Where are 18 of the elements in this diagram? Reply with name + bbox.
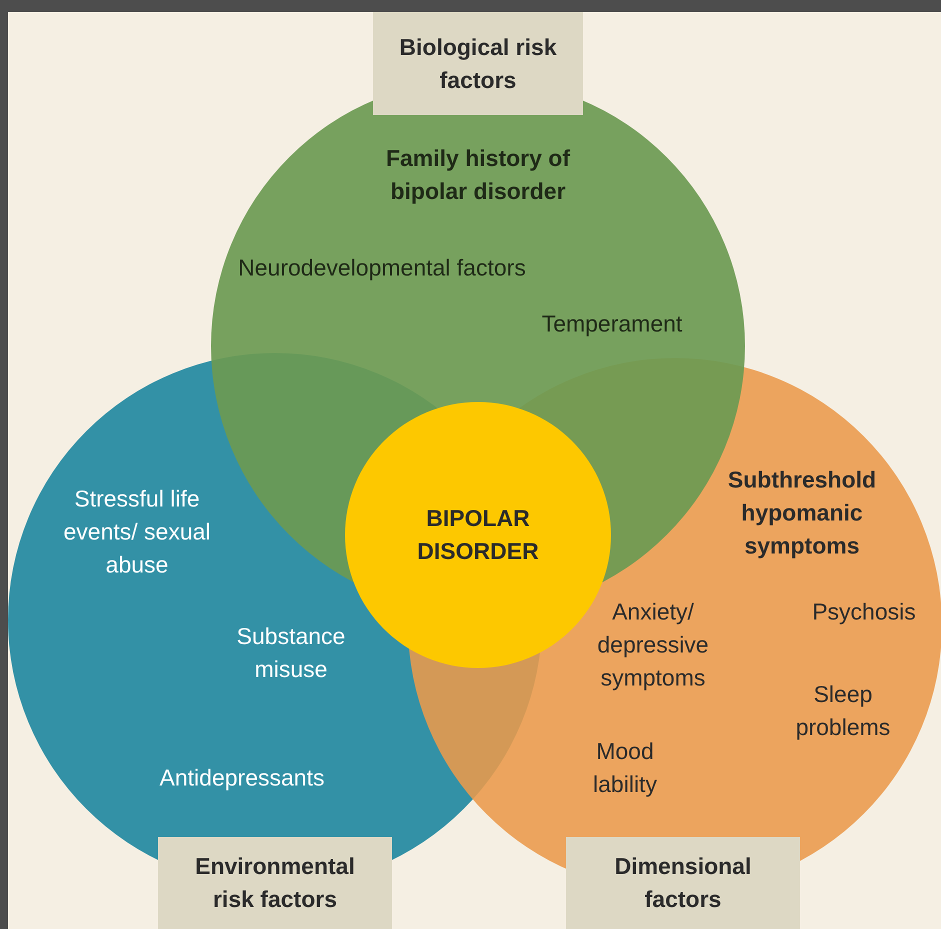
factor-label: Family history of bipolar disorder bbox=[384, 144, 572, 206]
factor-label: BIPOLAR DISORDER bbox=[416, 504, 540, 566]
heading-label: Dimensional factors bbox=[614, 852, 752, 914]
factor-label: Psychosis bbox=[811, 598, 917, 626]
factor-label: Temperament bbox=[540, 310, 684, 338]
heading-label: Biological risk factors bbox=[398, 32, 558, 94]
factor-label: Sleep problems bbox=[794, 680, 892, 742]
factor-label: Substance misuse bbox=[236, 622, 346, 684]
factor-label: Stressful life events/ sexual abuse bbox=[62, 484, 212, 580]
label-box bbox=[373, 12, 583, 115]
factor-label: Antidepressants bbox=[158, 764, 326, 792]
heading-label: Environmental risk factors bbox=[194, 852, 356, 914]
label-box bbox=[158, 837, 392, 929]
factor-label: Anxiety/ depressive symptoms bbox=[596, 598, 710, 692]
label-box bbox=[566, 837, 800, 929]
factor-label: Neurodevelopmental factors bbox=[237, 254, 527, 282]
factor-label: Mood lability bbox=[592, 737, 658, 799]
factor-label: Subthreshold hypomanic symptoms bbox=[726, 466, 878, 560]
